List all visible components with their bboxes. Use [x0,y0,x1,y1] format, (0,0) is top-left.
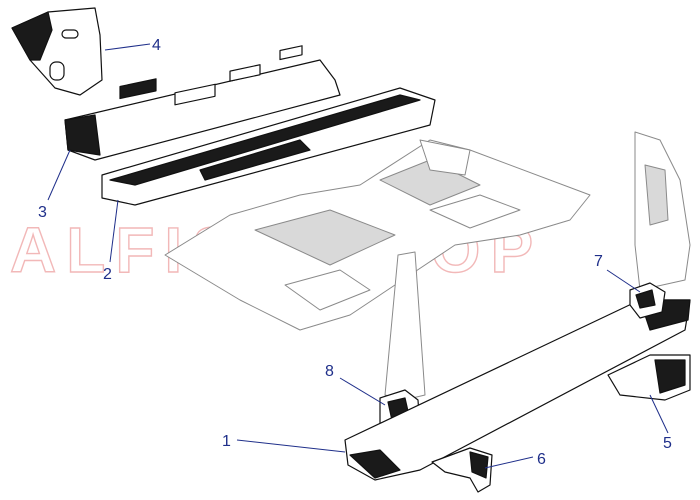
part-3-sill-inner-panel [64,45,341,161]
b-pillar-reference [634,131,691,291]
leader-3 [47,149,71,201]
callout-5: 5 [663,435,672,452]
part-4-front-pillar-panel [11,7,103,96]
callout-8: 8 [325,363,334,380]
part-1-sill-outer-panel [344,299,691,481]
callout-1: 1 [222,433,231,450]
leader-7 [606,269,641,293]
part-5-jacking-bracket-rear [607,354,691,401]
floor-pan-reference [164,139,591,331]
leader-2 [109,199,119,263]
callout-7: 7 [594,253,603,270]
leader-6 [484,456,534,469]
leader-8 [339,377,386,406]
callout-2: 2 [103,266,112,283]
leader-lines [47,43,669,469]
callout-4: 4 [152,37,161,54]
callout-3: 3 [38,204,47,221]
callout-6: 6 [537,451,546,468]
part-6-jacking-bracket-front [431,447,493,493]
part-2-sill-inner-member [101,87,436,206]
leader-5 [649,394,669,434]
leader-1 [236,439,346,453]
leader-4 [104,43,151,51]
